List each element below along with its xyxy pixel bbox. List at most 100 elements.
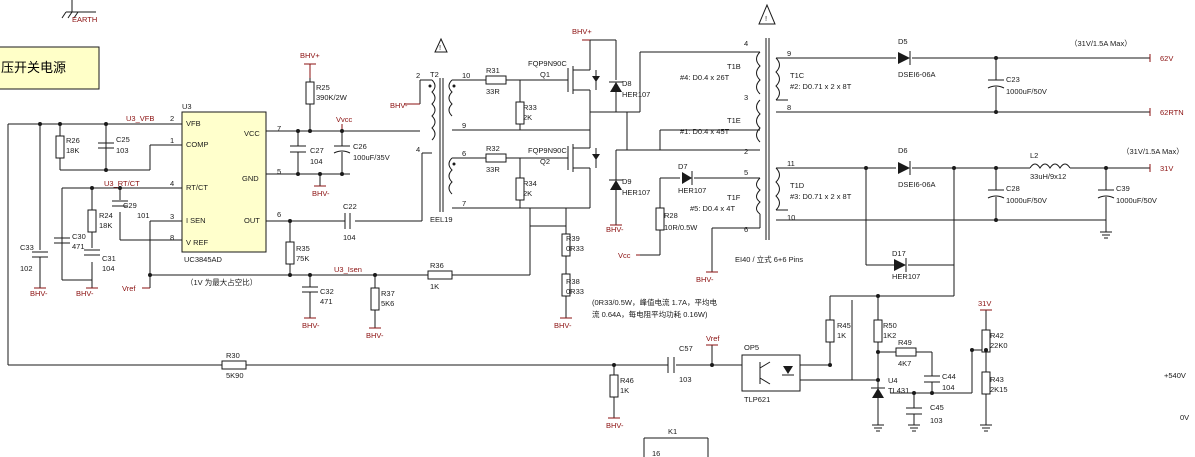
bhv-minus-label-5: BHV- — [366, 331, 384, 340]
ground-c39 — [1099, 231, 1113, 239]
d17-ref: D17 — [892, 249, 906, 258]
optocoupler-op5: OP5 TLP621 — [741, 343, 801, 404]
bhv-minus-ground-2: BHV- — [76, 287, 98, 298]
t2-pin-2: 2 — [416, 71, 420, 80]
u3-pin-num-3: 3 — [170, 212, 174, 221]
r49-ref: R49 — [898, 338, 912, 347]
r33-value: 2K — [523, 113, 532, 122]
r25-ref: R25 — [316, 83, 330, 92]
c44-ref: C44 — [942, 372, 956, 381]
capacitor-c22: C22 104 — [343, 202, 357, 242]
junction-dots-mid — [288, 129, 377, 277]
output-31v-port: 31V — [1149, 164, 1173, 173]
c27-ref: C27 — [310, 146, 324, 155]
u3-pin-num-5: 5 — [277, 167, 281, 176]
vvcc-flag: Vvcc — [336, 115, 353, 131]
bhv-minus-label-d9: BHV- — [606, 225, 624, 234]
u3-pin-comp: COMP — [186, 140, 209, 149]
r39-ref: R39 — [566, 234, 580, 243]
u3-part: UC3845AD — [184, 255, 223, 264]
net-u3-vfb: U3_VFB — [126, 114, 154, 123]
r37-value: 5K6 — [381, 299, 394, 308]
earth-symbol: EARTH — [61, 0, 97, 24]
t2-ref: T2 — [430, 70, 439, 79]
title-box: 压开关电源 — [0, 46, 100, 90]
t1b-ref: T1B — [727, 62, 741, 71]
r46-ref: R46 — [620, 376, 634, 385]
bhv-minus-label-3: BHV- — [312, 189, 330, 198]
ground-u4 — [871, 424, 885, 432]
bhv-plus-flag-1: BHV+ — [300, 51, 320, 78]
t1e-spec: #1: D0.4 x 45T — [680, 127, 730, 136]
d8-part: HER107 — [622, 90, 650, 99]
r26-ref: R26 — [66, 136, 80, 145]
vref-flag-right: Vref — [706, 334, 720, 346]
bhv-minus-label-7: BHV- — [606, 421, 624, 430]
gate-transformer-t2: ! T2 EEL19 2 4 10 9 6 7 — [416, 37, 480, 224]
capacitor-c33: C33 102 — [20, 243, 48, 273]
bhv-minus-ground-1: BHV- — [30, 287, 48, 298]
resistor-r36: R36 1K — [427, 261, 453, 291]
t1-pin-2: 2 — [744, 147, 748, 156]
net-31v-out: 31V — [1160, 164, 1173, 173]
bhv-minus-ground-7: BHV- — [606, 417, 624, 430]
capacitor-c26: C26 100uF/35V — [333, 142, 390, 162]
resistor-r24: R24 18K — [87, 209, 113, 233]
output-62v-port: 62V — [1149, 54, 1173, 63]
t1-pin-6: 6 — [744, 225, 748, 234]
r35-value: 75K — [296, 254, 309, 263]
c30-value: 471 — [72, 242, 85, 251]
q2-part: FQP9N90C — [528, 146, 567, 155]
feedback-wiring — [8, 265, 987, 425]
bhv-minus-ground-4: BHV- — [302, 317, 320, 330]
q1-gate-network — [480, 79, 575, 131]
u4-part: TL431 — [888, 386, 909, 395]
u3-pin-gnd: GND — [242, 174, 259, 183]
capacitor-c39: C39 1000uF/50V — [1097, 184, 1157, 205]
capacitor-c31: C31 104 — [84, 249, 116, 273]
capacitor-c57: C57 103 — [667, 344, 693, 384]
t1-pin-10: 10 — [787, 213, 795, 222]
relay-k1: K1 16 — [643, 427, 709, 457]
net-0v: 0V — [1180, 413, 1189, 422]
r42-value: 22K0 — [990, 341, 1008, 350]
capacitor-c44: C44 104 — [924, 372, 956, 392]
capacitor-c28: C28 1000uF/50V — [987, 184, 1047, 205]
t2-pin-10: 10 — [462, 71, 470, 80]
u3-pin-num-2: 2 — [170, 114, 174, 123]
c57-value: 103 — [679, 375, 692, 384]
r37-ref: R37 — [381, 289, 395, 298]
bhv-plus-label-1: BHV+ — [300, 51, 320, 60]
r31-ref: R31 — [486, 66, 500, 75]
d7-ref: D7 — [678, 162, 688, 171]
c29-value: 101 — [137, 211, 150, 220]
d7-part: HER107 — [678, 186, 706, 195]
c45-value: 103 — [930, 416, 943, 425]
resistor-r25: R25 390K/2W — [305, 81, 348, 105]
sense-note-line1: (0R33/0.5W，峰值电流 1.7A，平均电 — [592, 297, 718, 307]
r30-value: 5K90 — [226, 371, 244, 380]
inductor-l2: L2 33uH/9x12 — [1029, 151, 1071, 181]
c25-ref: C25 — [116, 135, 130, 144]
c33-value: 102 — [20, 264, 33, 273]
r39-value: 0R33 — [566, 244, 584, 253]
resistor-r33: R33 2K — [515, 101, 537, 125]
output1-note: （31V/1.5A Max） — [1070, 39, 1132, 48]
c32-value: 471 — [320, 297, 333, 306]
bhv-minus-flag-t2: BHV- — [390, 101, 420, 110]
vcc-label: Vcc — [618, 251, 631, 260]
r50-ref: R50 — [883, 321, 897, 330]
resistor-r32: R32 33R — [485, 144, 507, 174]
c22-value: 104 — [343, 233, 356, 242]
r42-ref: R42 — [990, 331, 1004, 340]
u3-pin-num-6: 6 — [277, 210, 281, 219]
d17-part: HER107 — [892, 272, 920, 281]
t1-pin-11: 11 — [787, 159, 795, 168]
c25-value: 103 — [116, 146, 129, 155]
capacitor-c32: C32 471 — [302, 275, 334, 318]
resistor-r39: R39 0R33 — [561, 233, 584, 257]
r24-value: 18K — [99, 221, 112, 230]
main-transformer-t1: ! 4 3 2 5 6 9 8 11 10 T1B #4: D0.4 x 26T… — [680, 3, 852, 264]
output-62rtn-port: 62RTN — [1149, 108, 1184, 117]
t2-core: EEL19 — [430, 215, 453, 224]
